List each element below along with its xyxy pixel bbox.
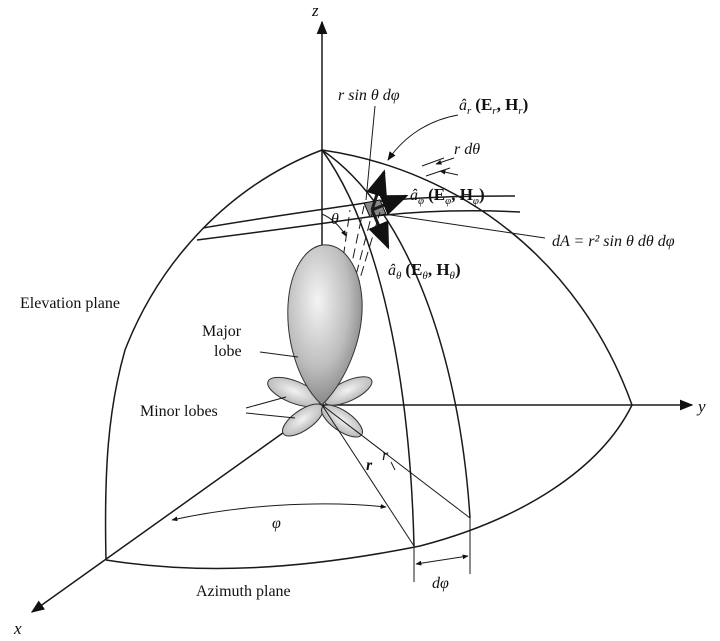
atheta-label: âθ(Eθ, Hθ)	[388, 260, 461, 282]
x-axis	[30, 404, 323, 613]
ar-label: âr(Er, Hr)	[459, 95, 528, 117]
major-lobe-label-2: lobe	[214, 343, 242, 360]
theta-label: θ	[331, 211, 339, 228]
y-axis-label: y	[696, 397, 706, 416]
azimuth-plane-equator	[105, 404, 633, 570]
r-sin-theta-dphi-label: r sin θ dφ	[338, 87, 400, 104]
aphi-label: âφ(Eφ, Hφ)	[410, 185, 485, 207]
r-label-tick	[390, 461, 396, 471]
major-lobe-label-1: Major	[202, 323, 242, 340]
r-radius-line	[321, 404, 415, 547]
rdtheta-arrow-a	[435, 157, 455, 165]
minor-lobe-leader-2	[245, 412, 296, 419]
dA-leader	[383, 213, 546, 239]
meridian-phi-dphi	[321, 149, 471, 519]
ar-vector	[366, 169, 387, 211]
theta-arc	[321, 213, 347, 237]
dphi-label: dφ	[432, 575, 449, 592]
ar-leader	[387, 114, 459, 161]
rsin-leader	[365, 105, 376, 201]
r-label-outer: r	[382, 447, 389, 464]
rdtheta-tick-2	[425, 167, 451, 177]
phi-label: φ	[272, 515, 281, 532]
parallel-theta-dtheta	[196, 210, 521, 241]
major-lobe-leader	[259, 351, 299, 358]
r-radius-line-2	[321, 404, 471, 519]
elevation-plane-meridian	[104, 149, 323, 561]
minor-lobe-leader-1	[245, 396, 287, 409]
dA-label: dA = r² sin θ dθ dφ	[552, 233, 675, 250]
x-axis-label: x	[13, 619, 22, 638]
r-dtheta-label: r dθ	[454, 141, 480, 158]
meridian-phi	[321, 149, 415, 547]
azimuth-plane-label: Azimuth plane	[196, 583, 291, 600]
major-lobe	[287, 244, 363, 406]
phi-arc	[171, 503, 387, 522]
elevation-plane-label: Elevation plane	[20, 295, 120, 312]
r-label-inner: r	[366, 457, 373, 474]
dphi-arrow	[415, 554, 469, 566]
atheta-vector	[368, 209, 390, 250]
z-axis-label: z	[311, 1, 319, 20]
yz-meridian	[321, 149, 633, 406]
minor-lobes-label: Minor lobes	[140, 403, 218, 420]
rdtheta-tick-1	[421, 157, 445, 167]
rdtheta-arrow-b	[439, 169, 459, 176]
aphi-vector	[371, 194, 409, 216]
